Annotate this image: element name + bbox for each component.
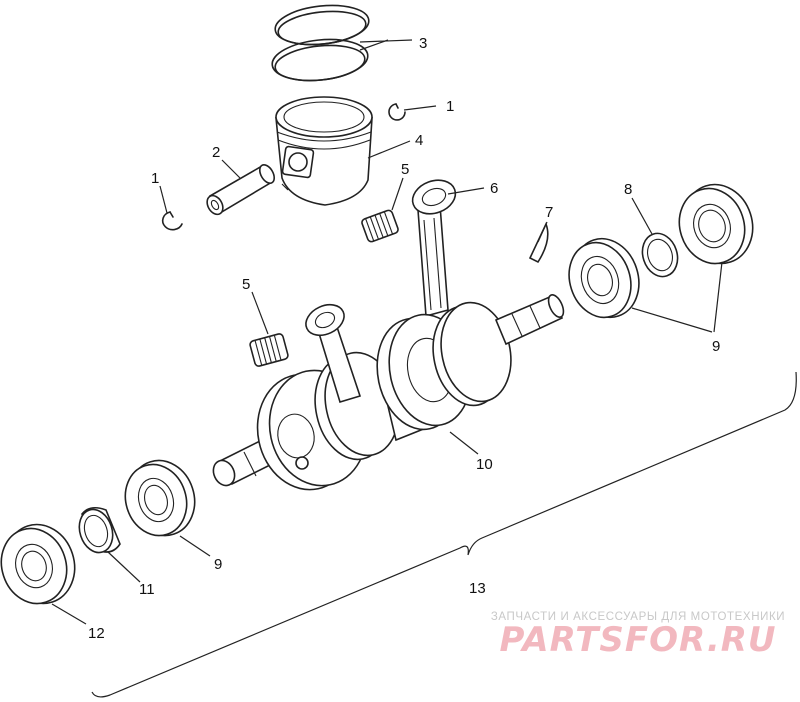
connecting-rod-upper — [411, 179, 457, 318]
watermark-logo: PARTSFOR.RU — [499, 620, 777, 660]
callout-8: 8 — [624, 181, 632, 198]
ball-bearing-right — [568, 237, 640, 319]
callout-5-upper: 5 — [401, 161, 409, 178]
circlip-left — [161, 211, 183, 231]
callout-13: 13 — [469, 580, 486, 597]
needle-bearing-upper — [361, 209, 399, 243]
piston — [275, 96, 373, 206]
callout-3: 3 — [419, 35, 427, 52]
woodruff-key — [528, 221, 549, 264]
callout-1-right: 1 — [446, 98, 454, 115]
crankshaft-assembly — [212, 294, 565, 491]
oil-seal-left — [0, 523, 76, 605]
watermark-tagline: ЗАПЧАСТИ И АКСЕССУАРЫ ДЛЯ МОТОТЕХНИКИ — [490, 611, 786, 623]
callout-12: 12 — [88, 625, 105, 642]
ball-bearing-left — [124, 459, 196, 537]
callout-6: 6 — [490, 180, 498, 197]
callout-9-right: 9 — [712, 338, 720, 355]
oil-seal-right — [678, 183, 754, 265]
circlip-right — [388, 103, 406, 121]
piston-pin — [206, 164, 276, 216]
spacer-ring — [641, 232, 679, 278]
spacer-ring-left — [78, 506, 121, 554]
callout-4: 4 — [415, 132, 423, 149]
callout-7: 7 — [545, 204, 553, 221]
needle-bearing-lower — [249, 333, 289, 367]
callout-5-lower: 5 — [242, 276, 250, 293]
callout-2: 2 — [212, 144, 220, 161]
callout-1-left: 1 — [151, 170, 159, 187]
piston-rings — [271, 4, 370, 82]
callout-9-left: 9 — [214, 556, 222, 573]
callout-11: 11 — [139, 581, 155, 598]
assembly-bracket — [91, 371, 797, 698]
callout-10: 10 — [476, 456, 493, 473]
leader-lines — [51, 39, 723, 625]
callout-labels: 3 1 4 2 1 5 6 7 8 9 5 10 9 11 12 13 — [88, 35, 720, 642]
